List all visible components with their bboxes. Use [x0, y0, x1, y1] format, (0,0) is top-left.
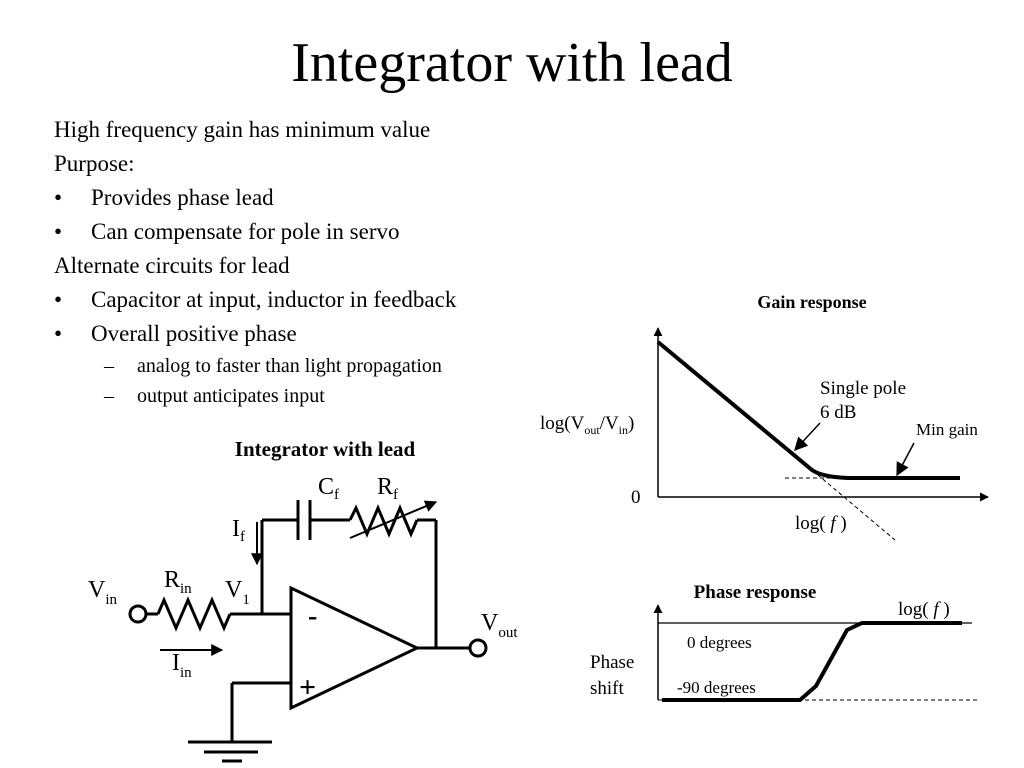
purpose-item: •Provides phase lead	[54, 181, 456, 215]
circuit-title: Integrator with lead	[235, 437, 416, 461]
vout-terminal	[468, 638, 488, 658]
single-pole-arrow	[794, 422, 821, 451]
slide-title: Integrator with lead	[291, 32, 733, 94]
minus90-degrees-label: -90 degrees	[677, 678, 756, 697]
min-gain-label: Min gain	[916, 420, 978, 439]
sub-item: –analog to faster than light propagation	[54, 351, 456, 381]
gain-x-label: log( f )	[795, 513, 847, 534]
ground-symbol	[188, 740, 272, 763]
rin-resistor	[156, 596, 232, 632]
purpose-heading: Purpose:	[54, 151, 135, 176]
phase-response-plot: Phase response log( f ) 0 degrees -90 de…	[590, 582, 980, 702]
gain-zero-label: 0	[631, 487, 641, 508]
intro-line: High frequency gain has minimum value	[54, 117, 431, 142]
phase-y-label-line2: shift	[590, 678, 625, 699]
bullet-marker: •	[54, 185, 63, 210]
single-pole-label: Single pole	[820, 378, 906, 399]
phase-y-label-line1: Phase	[590, 652, 634, 673]
vin-label: Vin	[88, 577, 118, 608]
alternate-heading: Alternate circuits for lead	[54, 253, 290, 278]
gain-response-plot: Gain response Single pole 6 dB Min gain …	[540, 292, 989, 541]
zero-degrees-label: 0 degrees	[687, 633, 752, 652]
phase-x-label: log( f )	[898, 599, 950, 620]
gain-y-label: log(Vout/Vin)	[540, 413, 634, 437]
sub-item: –output anticipates input	[54, 381, 456, 411]
phase-plot-title: Phase response	[694, 582, 817, 603]
min-gain-arrow	[896, 442, 915, 477]
bullet-marker: •	[54, 219, 63, 244]
cf-label: Cf	[318, 474, 339, 503]
v1-label: V1	[225, 577, 250, 608]
gain-curve	[656, 340, 960, 480]
rf-label: Rf	[377, 474, 398, 503]
iin-label: Iin	[172, 650, 192, 681]
op-amp	[289, 585, 421, 711]
alternate-item: •Overall positive phase	[54, 317, 456, 351]
inverting-input-sign: -	[308, 601, 317, 632]
phase-curve	[662, 621, 962, 702]
bullet-marker: •	[54, 321, 63, 346]
dash-marker: –	[104, 385, 114, 407]
noninverting-input-sign: +	[299, 671, 316, 704]
dash-marker: –	[104, 355, 114, 377]
rf-variable-arrow	[349, 500, 438, 539]
gain-plot-title: Gain response	[757, 292, 866, 312]
six-db-label: 6 dB	[820, 402, 856, 423]
vin-terminal	[128, 604, 148, 624]
if-label: If	[232, 516, 245, 545]
circuit-schematic: Integrator with lead - +	[88, 437, 518, 763]
rf-resistor	[348, 504, 419, 538]
bullet-text: High frequency gain has minimum value Pu…	[54, 113, 456, 411]
bullet-marker: •	[54, 287, 63, 312]
alternate-item: •Capacitor at input, inductor in feedbac…	[54, 283, 456, 317]
rin-label: Rin	[164, 567, 192, 597]
purpose-item: •Can compensate for pole in servo	[54, 215, 456, 249]
vout-label: Vout	[481, 610, 518, 641]
